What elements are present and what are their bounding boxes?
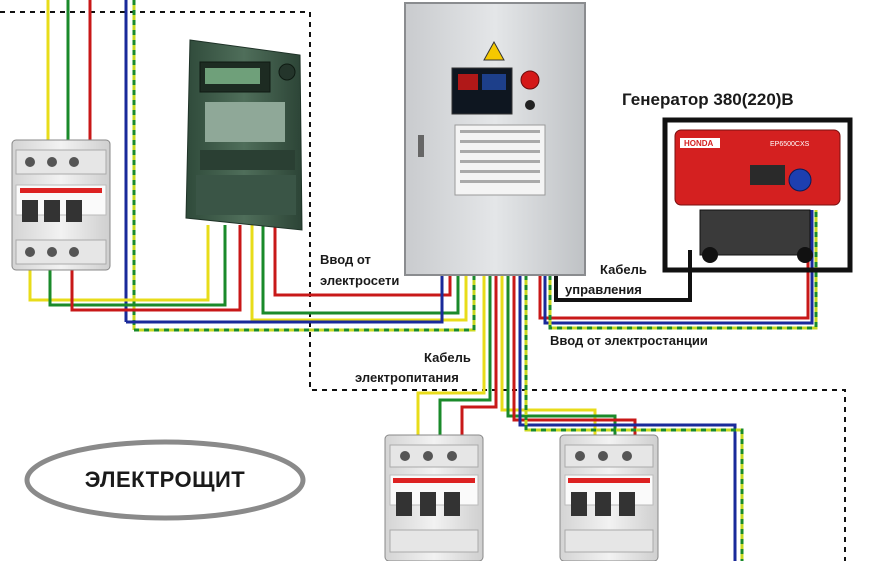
- wires-meter-to-cabinet: [126, 225, 476, 332]
- input-grid-label-line1: Ввод от: [320, 252, 371, 267]
- generator-title: Генератор 380(220)В: [622, 90, 794, 109]
- stop-button-icon: [520, 70, 540, 90]
- wires-breaker-to-meter: [28, 225, 242, 312]
- warning-triangle-icon: [483, 40, 505, 61]
- input-station-label: Ввод от электростанции: [550, 333, 708, 348]
- control-cable-label-line1: Кабель: [600, 262, 647, 277]
- ats-cabinet: [404, 2, 586, 276]
- panel-title: ЭЛЕКТРОЩИТ: [84, 467, 246, 492]
- breaker-output-left: [384, 434, 484, 562]
- power-cable-label-line1: Кабель: [424, 350, 471, 365]
- panel-title-oval: [24, 439, 306, 521]
- control-cable-label-line2: управления: [565, 282, 642, 297]
- input-grid-label-line2: электросети: [320, 273, 400, 288]
- breaker-input: [11, 139, 111, 271]
- generator-model: EP6500CXS: [770, 141, 810, 148]
- wires-cabinet-to-breakers: [416, 275, 744, 561]
- breaker-output-right: [559, 434, 659, 562]
- wires-top-to-breaker: [46, 0, 136, 330]
- energy-meter: [185, 39, 303, 231]
- generator-brand: HONDA: [684, 139, 714, 148]
- panel-boundary-dashed: [0, 11, 846, 561]
- power-cable-label-line2: электропитания: [355, 370, 459, 385]
- generator-icon: HONDA EP6500CXS: [662, 117, 853, 273]
